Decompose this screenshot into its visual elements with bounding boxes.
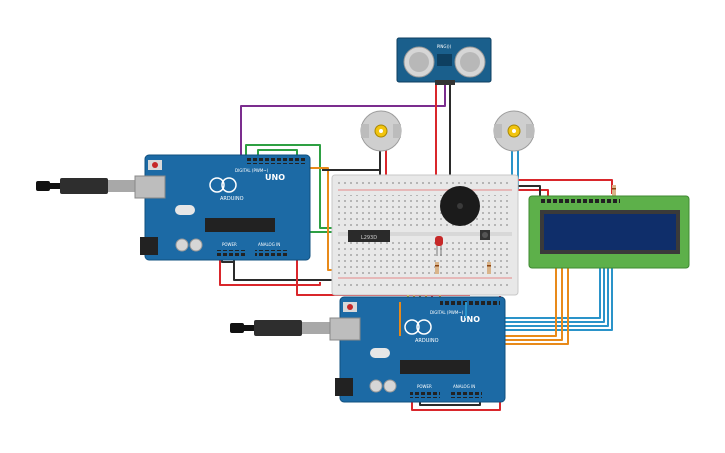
center-channel (338, 232, 512, 236)
usb-cable-top (36, 178, 136, 194)
resistor-3 (612, 185, 616, 197)
sensor-label: PING))) (437, 44, 452, 49)
terminal-strip-bottom (338, 240, 512, 274)
arduino-bottom-analog-label: ANALOG IN (453, 384, 475, 389)
arduino-top-digital-label: DIGITAL (PWM~) (235, 168, 269, 173)
arduino-top-analog-label: ANALOG IN (258, 242, 280, 247)
driver-chip-label: L293D (361, 235, 377, 241)
arduino-uno-bottom[interactable]: ARDUINO UNO DIGITAL (PWM~) POWER ANALOG … (230, 296, 506, 403)
wire-blue-lcd-2 (466, 268, 605, 323)
arduino-top-brand: ARDUINO (220, 196, 244, 202)
lcd-display[interactable] (528, 195, 690, 269)
resistor-2 (487, 262, 491, 274)
wires-overlay (399, 302, 467, 336)
arduino-top-model: UNO (265, 173, 285, 182)
arduino-top-power-label: POWER (222, 242, 237, 247)
sensor-pins (435, 80, 455, 85)
power-rail-top (338, 180, 512, 188)
ultrasonic-sensor[interactable]: PING))) (396, 37, 492, 85)
motor-driver-chip[interactable]: L293D (348, 230, 390, 242)
lcd-pin-header (540, 198, 620, 204)
usb-cable-bottom (230, 320, 330, 336)
resistor-1 (435, 262, 439, 274)
pushbutton[interactable] (480, 230, 490, 240)
red-led[interactable] (435, 236, 443, 256)
wire-red-bottom-power-1 (219, 258, 321, 286)
terminal-strip-top (338, 195, 512, 229)
arduino-bottom-model: UNO (460, 315, 480, 324)
wire-black-bottom-gnd-1 (233, 258, 356, 281)
piezo-buzzer[interactable] (440, 186, 480, 226)
arduino-uno-top[interactable]: ARDUINO UNO DIGITAL (PWM~) POWER ANALOG … (36, 154, 311, 261)
arduino-bottom-power-label: POWER (417, 384, 432, 389)
arduino-bottom-digital-label: DIGITAL (PWM~) (430, 310, 464, 315)
wire-blue-lcd-4 (466, 268, 613, 331)
wire-blue-lcd-1 (466, 268, 601, 319)
dc-motor-1[interactable] (360, 110, 402, 152)
power-rail-bottom (338, 280, 512, 288)
dc-motor-2[interactable] (493, 110, 535, 152)
wire-purple-sensor (240, 84, 446, 160)
arduino-bottom-brand: ARDUINO (415, 338, 439, 344)
wire-blue-lcd-3 (466, 268, 609, 327)
